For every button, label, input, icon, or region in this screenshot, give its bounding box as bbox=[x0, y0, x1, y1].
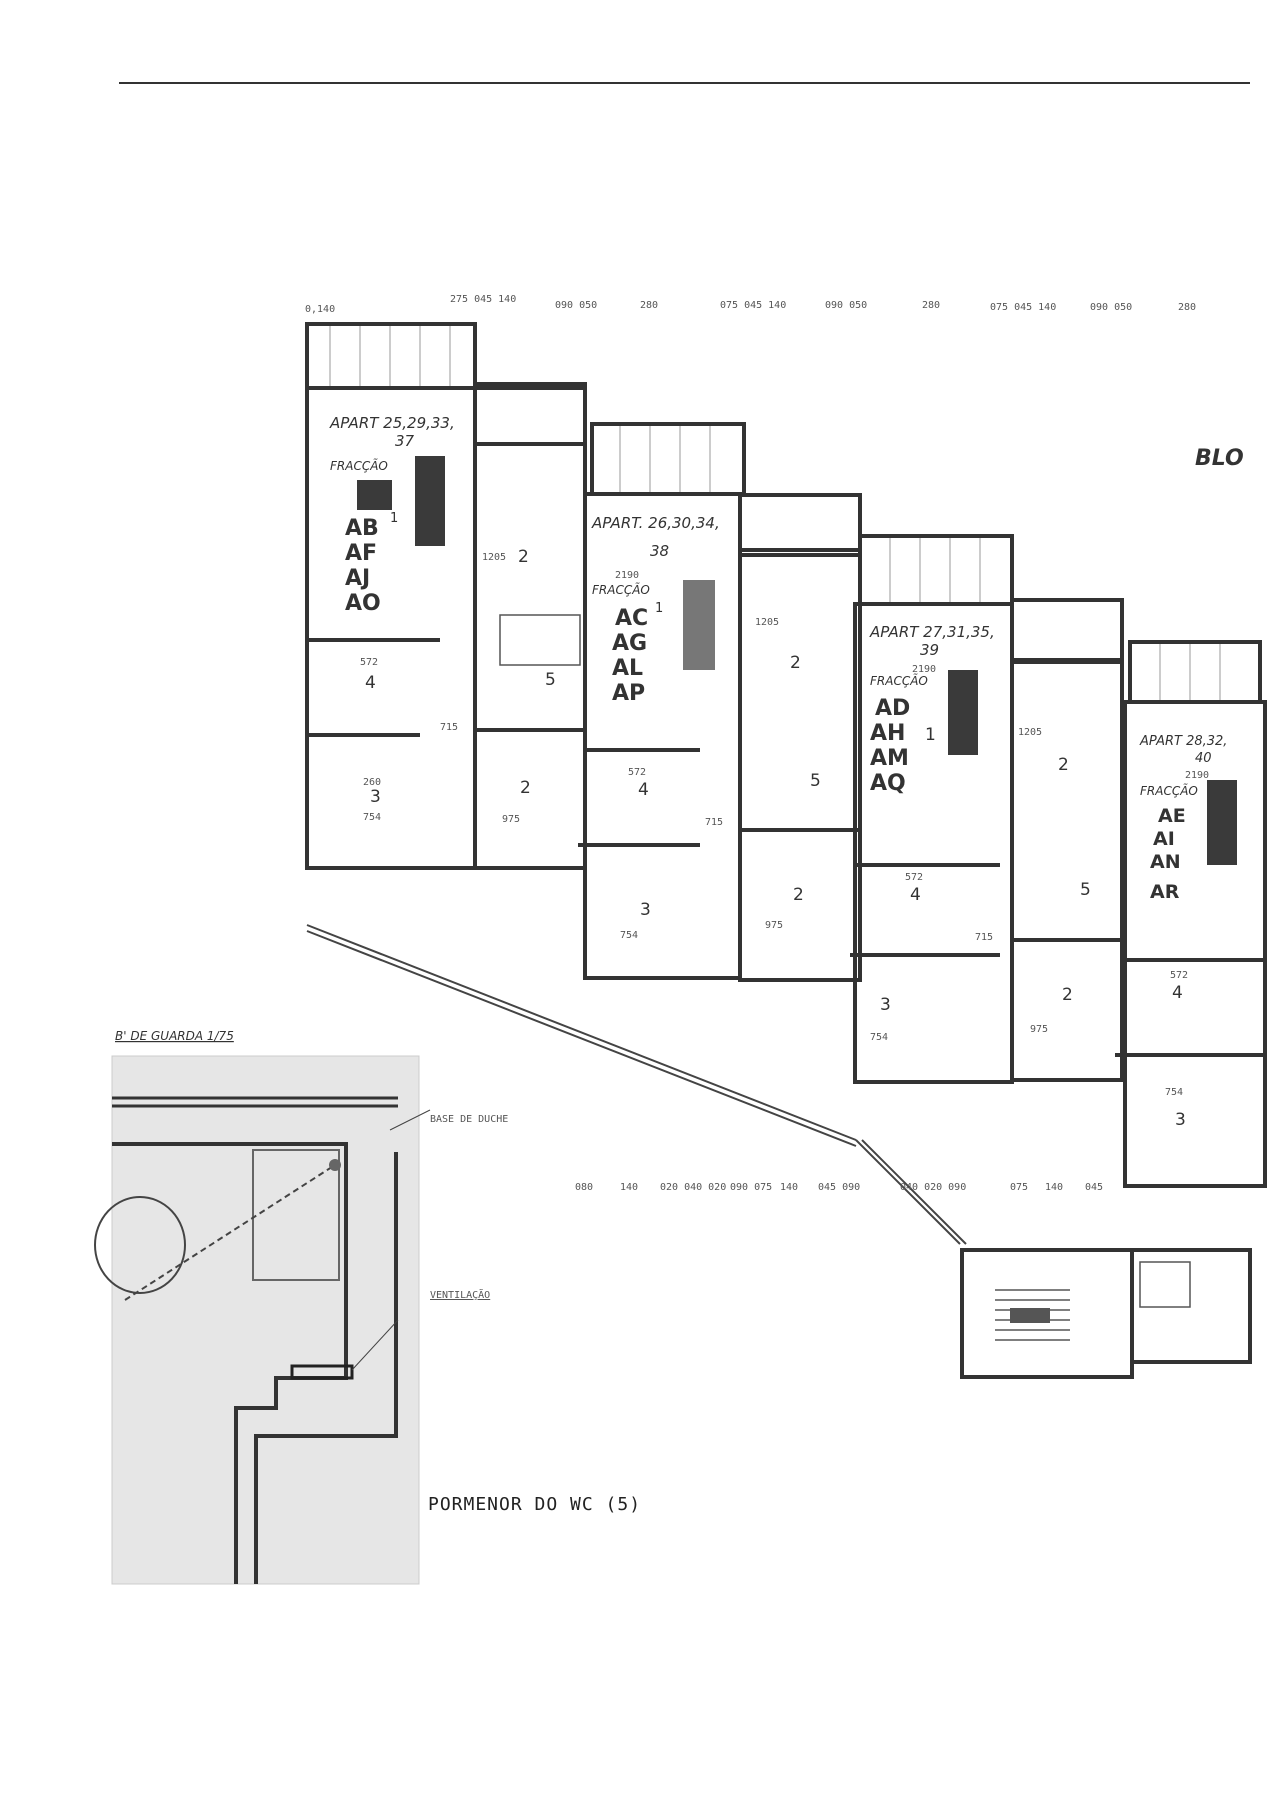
dim-text: 040 020 090 bbox=[900, 1182, 966, 1193]
dim-text: 0,140 bbox=[305, 304, 335, 315]
dim-text: 090 075 bbox=[730, 1182, 772, 1193]
apartment-unit-3 bbox=[850, 534, 1124, 1084]
apartment-unit-4 bbox=[1115, 640, 1267, 1188]
dim-text: 080 bbox=[575, 1182, 593, 1193]
dim-text: 075 045 140 bbox=[720, 300, 786, 311]
dim-text: 045 bbox=[1085, 1182, 1103, 1193]
dim-text: 090 050 bbox=[555, 300, 597, 311]
dim-text: 045 090 bbox=[818, 1182, 860, 1193]
dim-text: 090 050 bbox=[825, 300, 867, 311]
dim-text: 140 bbox=[620, 1182, 638, 1193]
wc-detail-inset bbox=[94, 1055, 431, 1585]
dim-text: 140 bbox=[780, 1182, 798, 1193]
dim-text: 275 045 140 bbox=[450, 294, 516, 305]
dim-text: 280 bbox=[640, 300, 658, 311]
dim-text: 280 bbox=[922, 300, 940, 311]
access-gallery bbox=[306, 924, 967, 1245]
apartment-unit-2 bbox=[578, 422, 862, 982]
top-dimension-strip: 0,140 275 045 140 090 050 280 075 045 14… bbox=[305, 294, 1196, 315]
dim-text: 075 bbox=[1010, 1182, 1028, 1193]
dim-text: 140 bbox=[1045, 1182, 1063, 1193]
dim-text: 075 045 140 bbox=[990, 302, 1056, 313]
dim-text: 280 bbox=[1178, 302, 1196, 313]
bottom-dimension-strip: 080 140 020 040 020 090 075 140 045 090 … bbox=[575, 1182, 1103, 1193]
block-label: BLO bbox=[1195, 446, 1244, 471]
dim-text: 090 050 bbox=[1090, 302, 1132, 313]
dim-text: 020 040 020 bbox=[660, 1182, 726, 1193]
apartment-unit-1 bbox=[305, 322, 587, 870]
stair-block bbox=[960, 1248, 1252, 1379]
